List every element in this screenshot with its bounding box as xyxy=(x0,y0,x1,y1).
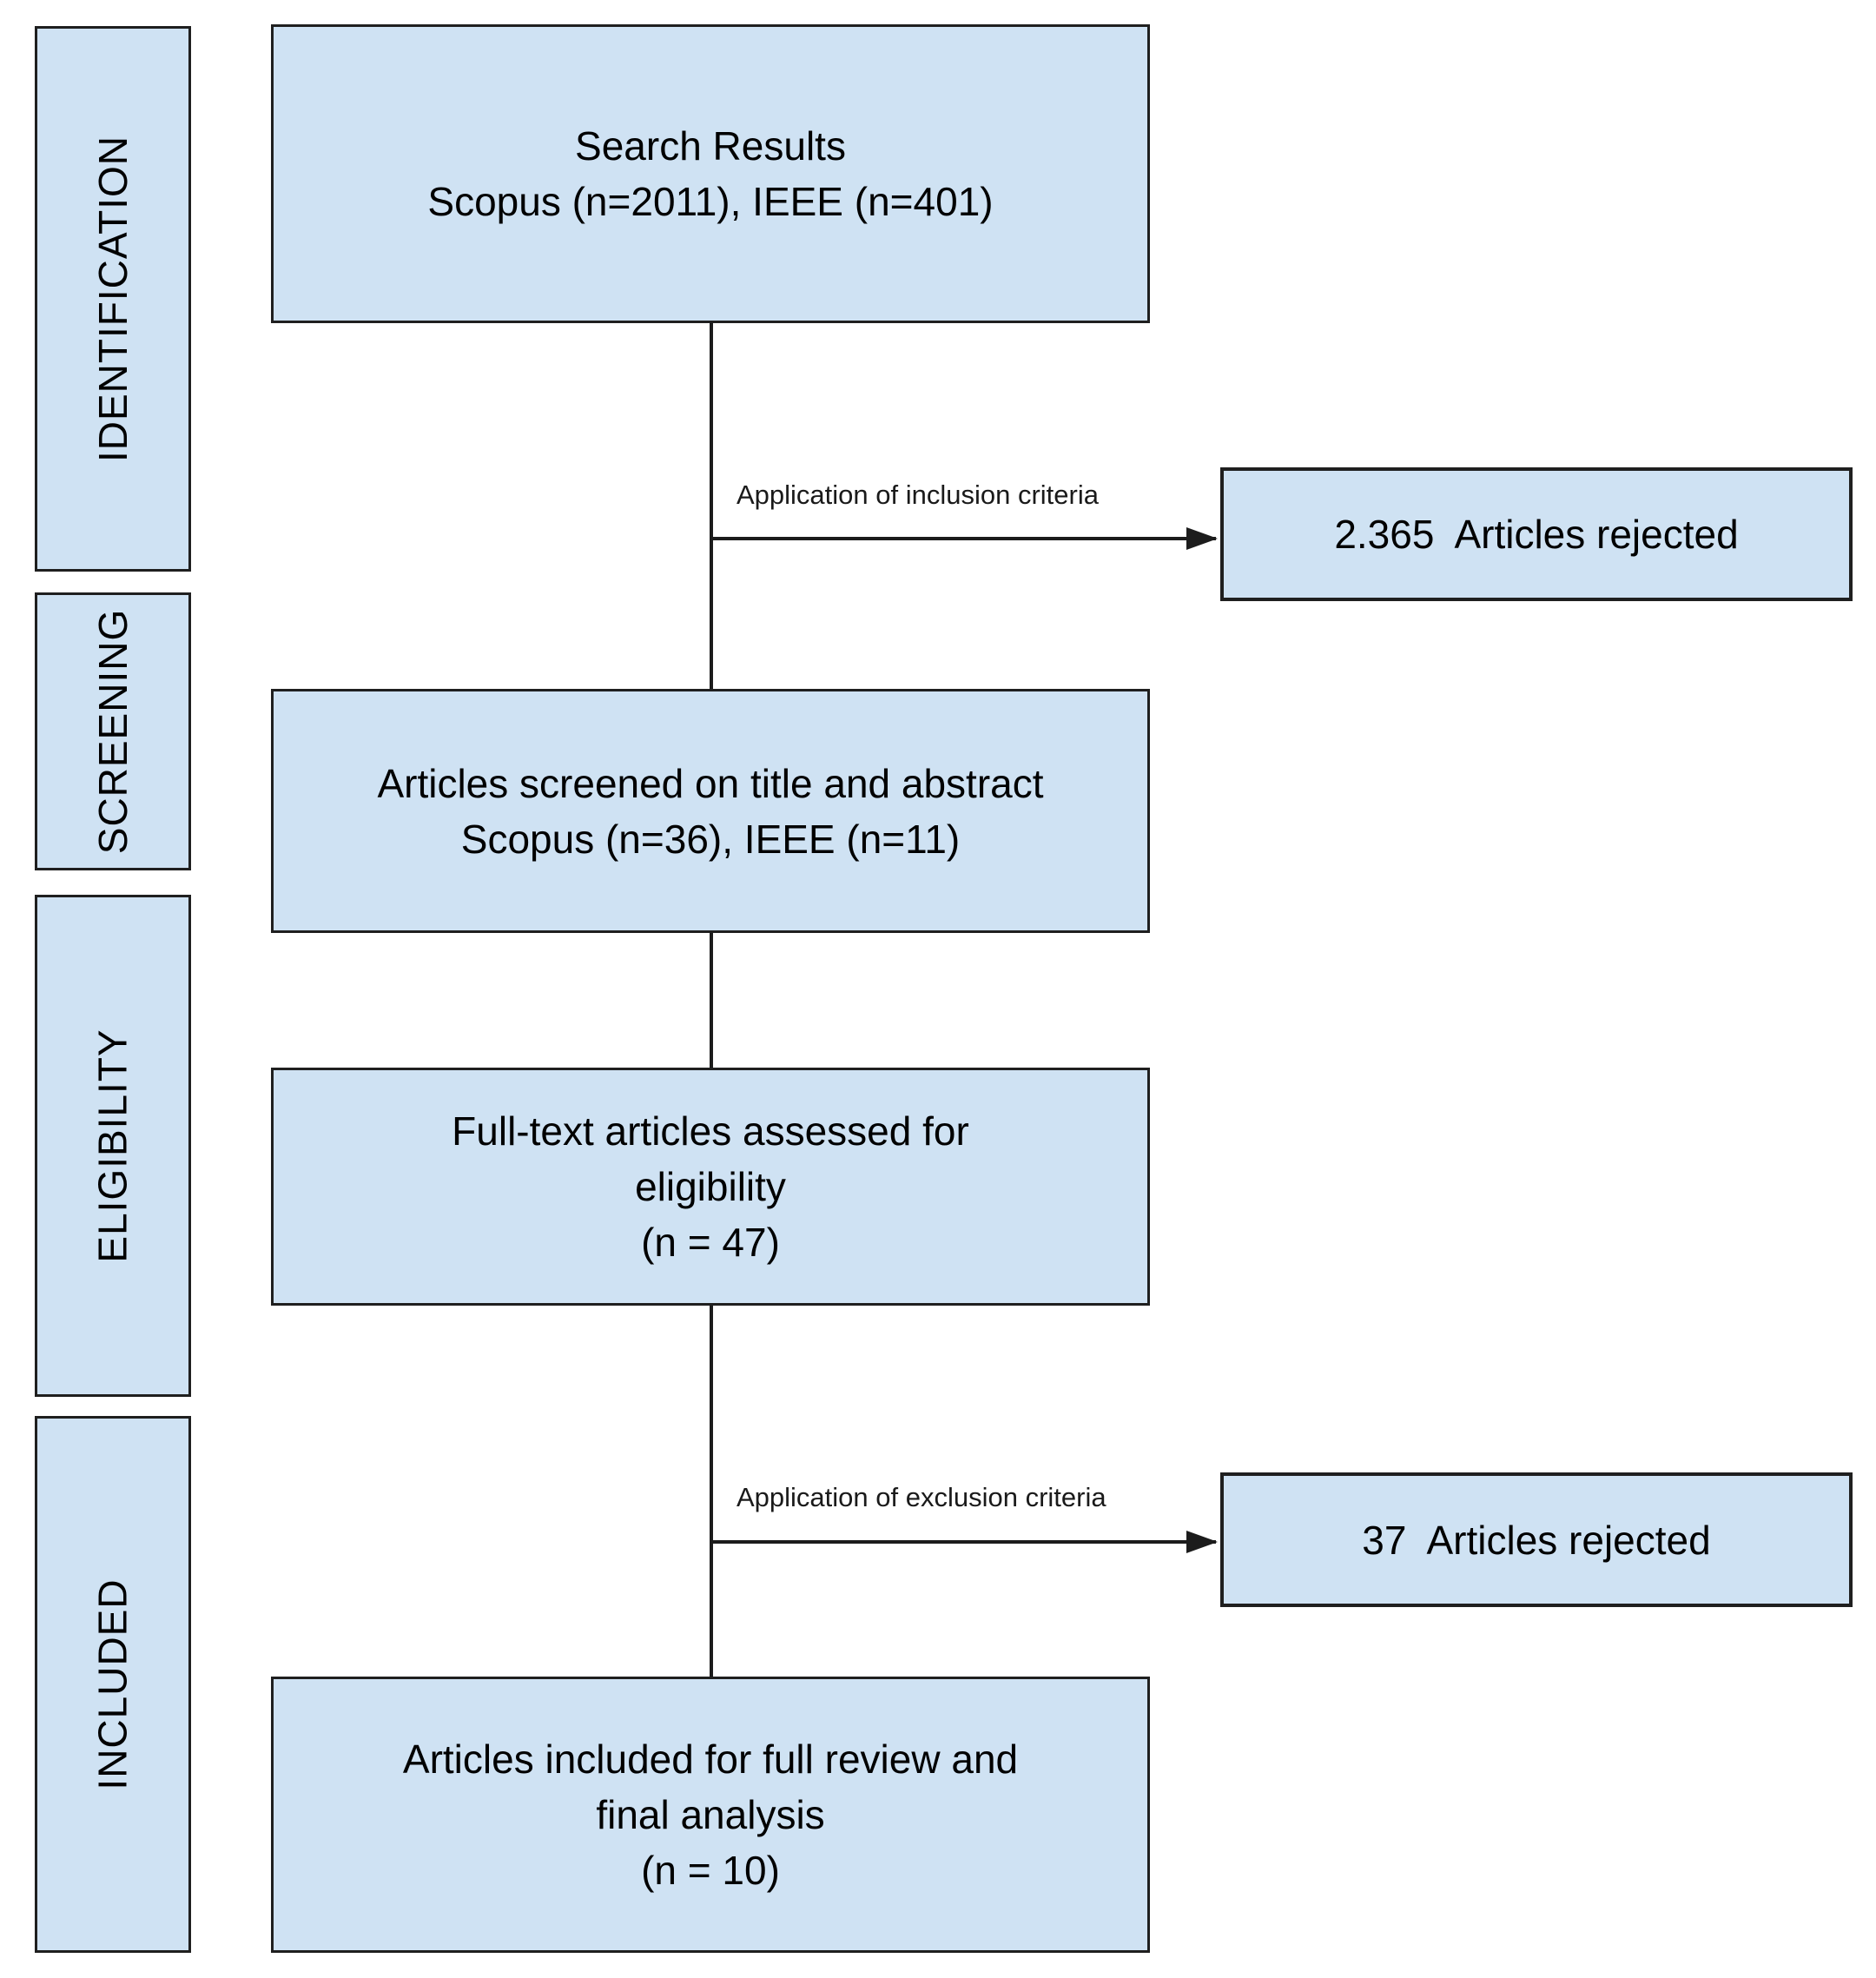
node-text-line: (n = 10) xyxy=(641,1848,780,1893)
node-text-line: Articles screened on title and abstract xyxy=(377,760,1044,806)
node-text-line: Articles included for full review and xyxy=(402,1737,1019,1782)
node-rejected-exclusion: 37 Articles rejected xyxy=(1220,1472,1853,1607)
node-text-line: Scopus (n=36), IEEE (n=11) xyxy=(460,816,961,862)
stage-label-identification: IDENTIFICATION xyxy=(90,135,135,463)
node-rejected-inclusion: 2.365 Articles rejected xyxy=(1220,467,1853,601)
node-text-line: Full-text articles assessed for xyxy=(452,1108,969,1154)
node-fulltext-assessed: Full-text articles assessed for eligibil… xyxy=(271,1068,1150,1306)
exclusion-criteria-label: Application of exclusion criteria xyxy=(737,1482,1106,1512)
inclusion-criteria-label: Application of inclusion criteria xyxy=(737,480,1099,510)
node-articles-included: Articles included for full review and fi… xyxy=(271,1677,1150,1953)
stage-box-identification: IDENTIFICATION xyxy=(35,26,191,572)
stage-label-eligibility: ELIGIBILITY xyxy=(90,1029,135,1263)
node-text-line: (n = 47) xyxy=(641,1220,780,1265)
node-text-line: Search Results xyxy=(575,123,846,169)
node-text-line: Scopus (n=2011), IEEE (n=401) xyxy=(427,179,994,224)
stage-label-included: INCLUDED xyxy=(90,1578,135,1790)
node-search-results: Search Results Scopus (n=2011), IEEE (n=… xyxy=(271,24,1150,323)
stage-box-included: INCLUDED xyxy=(35,1416,191,1953)
stage-box-screening: SCREENING xyxy=(35,592,191,870)
node-text-line: eligibility xyxy=(635,1164,786,1209)
node-articles-screened: Articles screened on title and abstract … xyxy=(271,689,1150,933)
stage-box-eligibility: ELIGIBILITY xyxy=(35,895,191,1397)
node-text-line: final analysis xyxy=(596,1792,825,1837)
stage-label-screening: SCREENING xyxy=(90,608,136,855)
